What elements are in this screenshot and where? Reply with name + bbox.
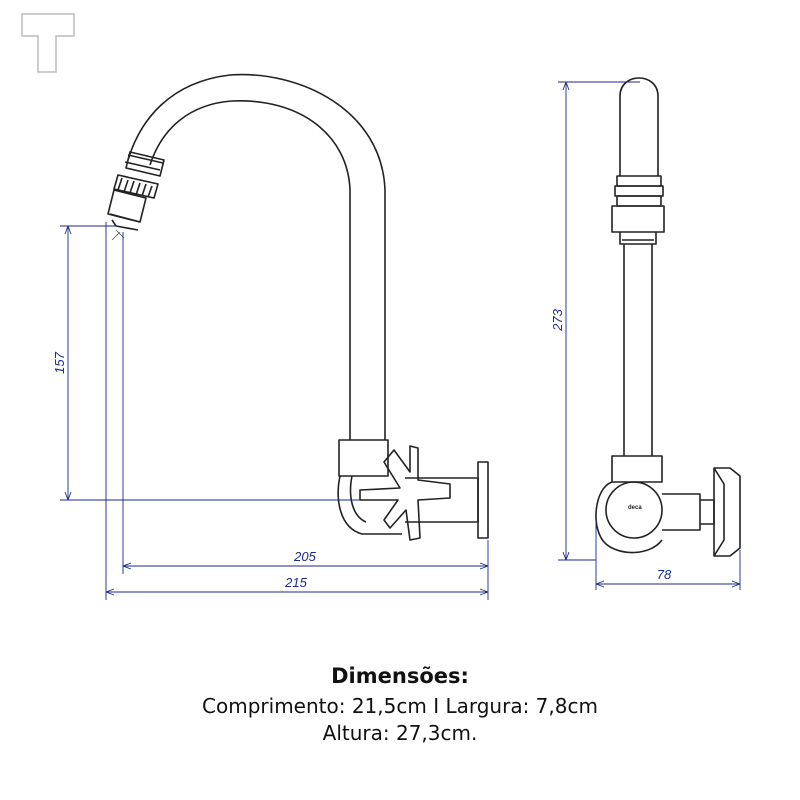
faucet-side-view [595, 77, 741, 557]
faucet-front-view [107, 73, 489, 541]
dim-label-78: 78 [657, 567, 672, 582]
t-letter-logo-icon [21, 13, 75, 73]
flow-marker [111, 229, 125, 241]
caption-dimensions-line: Comprimento: 21,5cm I Largura: 7,8cm [202, 694, 598, 718]
dim-label-205: 205 [293, 549, 316, 564]
dim-label-273: 273 [550, 308, 565, 331]
side-dimension-lines [558, 81, 741, 590]
front-dimension-lines [60, 222, 489, 600]
caption-height-line: Altura: 27,3cm. [322, 721, 478, 745]
dim-label-157: 157 [52, 351, 67, 373]
caption-title: Dimensões: [331, 664, 469, 688]
dim-label-215: 215 [284, 575, 307, 590]
brand-mark: deca [628, 505, 642, 511]
